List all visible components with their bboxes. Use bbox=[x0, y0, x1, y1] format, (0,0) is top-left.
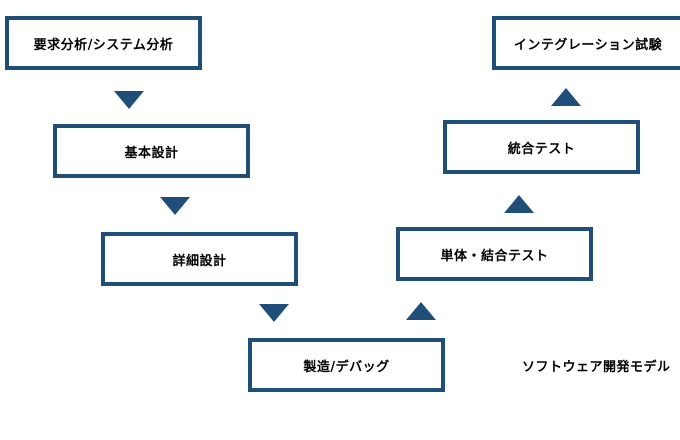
down-arrow-3 bbox=[259, 304, 289, 322]
step-manufacturing-debug: 製造/デバッグ bbox=[248, 338, 445, 392]
step-unit-integration-test-label: 単体・結合テスト bbox=[440, 248, 549, 264]
step-requirements-analysis: 要求分析/システム分析 bbox=[5, 16, 202, 70]
step-integration-test: インテグレーション試験 bbox=[492, 16, 680, 70]
step-system-integration-test-label: 統合テスト bbox=[507, 141, 576, 157]
step-system-integration-test: 統合テスト bbox=[443, 120, 640, 174]
up-arrow-1 bbox=[406, 302, 436, 320]
step-requirements-analysis-label: 要求分析/システム分析 bbox=[33, 37, 174, 53]
down-arrow-2 bbox=[160, 197, 190, 215]
up-arrow-3 bbox=[551, 88, 581, 106]
step-unit-integration-test: 単体・結合テスト bbox=[396, 227, 593, 281]
step-basic-design-label: 基本設計 bbox=[124, 145, 179, 161]
down-arrow-1 bbox=[114, 91, 144, 109]
diagram-caption: ソフトウェア開発モデル bbox=[522, 360, 671, 375]
step-basic-design: 基本設計 bbox=[53, 124, 250, 178]
step-detailed-design-label: 詳細設計 bbox=[172, 253, 227, 269]
up-arrow-2 bbox=[504, 195, 534, 213]
step-manufacturing-debug-label: 製造/デバッグ bbox=[303, 359, 390, 375]
step-detailed-design: 詳細設計 bbox=[101, 232, 298, 286]
step-integration-test-label: インテグレーション試験 bbox=[513, 37, 663, 53]
